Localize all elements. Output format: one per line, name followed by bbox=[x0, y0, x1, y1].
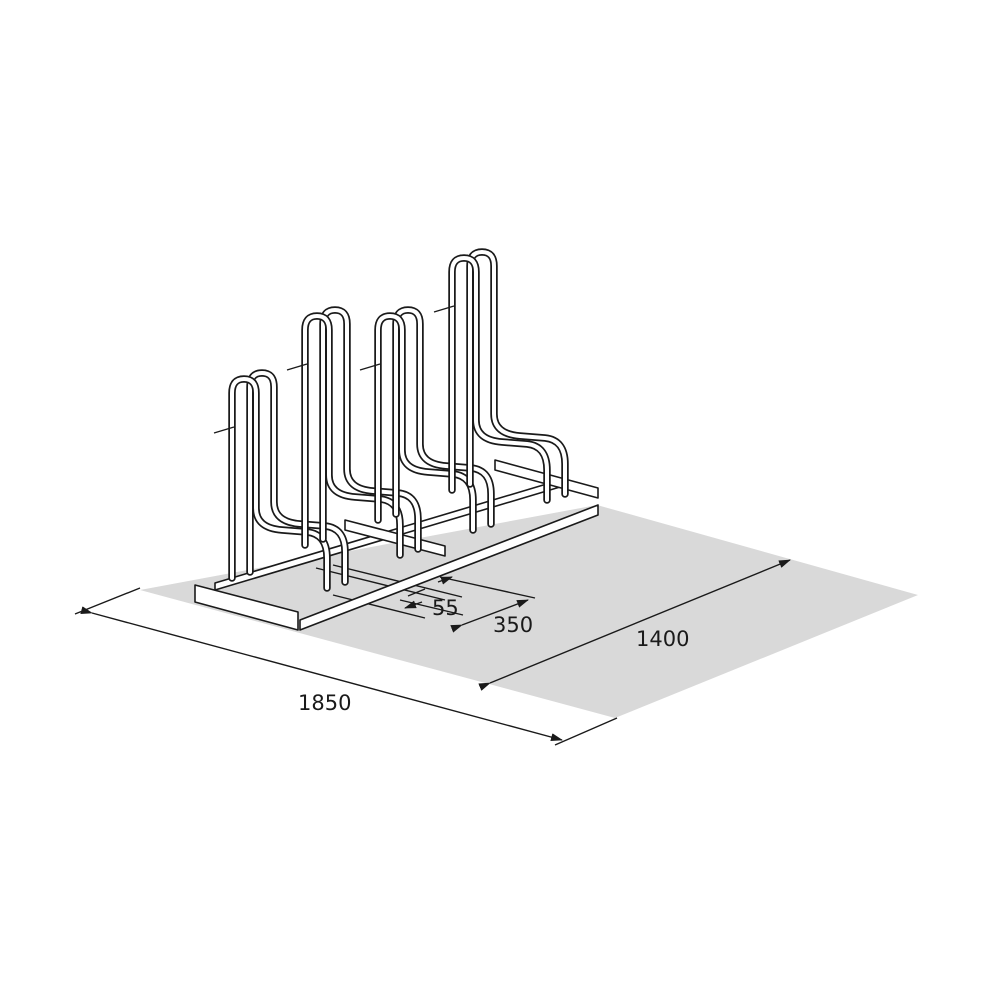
bike-rack bbox=[194, 248, 599, 631]
stand-4-hook bbox=[433, 305, 455, 313]
spacing-label: 350 bbox=[493, 613, 533, 637]
stand-1-tube-highlight bbox=[248, 371, 347, 584]
length-label: 1850 bbox=[298, 691, 351, 715]
stand-4-tube-highlight bbox=[468, 250, 567, 496]
stand-2-hook bbox=[286, 363, 308, 371]
left-end-bar bbox=[194, 584, 299, 631]
front-rail bbox=[299, 504, 599, 631]
stand-1-hook bbox=[213, 426, 235, 434]
stand-3-hook bbox=[359, 363, 381, 371]
tube-gap-label: 55 bbox=[432, 596, 459, 620]
depth-dimension bbox=[478, 559, 791, 691]
stand-3-tube-highlight bbox=[394, 308, 493, 526]
stand-2-tube-highlight bbox=[303, 314, 402, 557]
stand-4-tube-highlight bbox=[450, 256, 549, 502]
spacing-dimensions bbox=[315, 564, 536, 633]
stand-3-tube-highlight bbox=[376, 314, 475, 532]
stand-4-tube bbox=[466, 248, 569, 498]
depth-label: 1400 bbox=[636, 627, 689, 651]
stand-2-tube-highlight bbox=[321, 308, 420, 551]
stand-1-tube-highlight bbox=[230, 377, 329, 590]
length-dimension bbox=[74, 587, 618, 746]
